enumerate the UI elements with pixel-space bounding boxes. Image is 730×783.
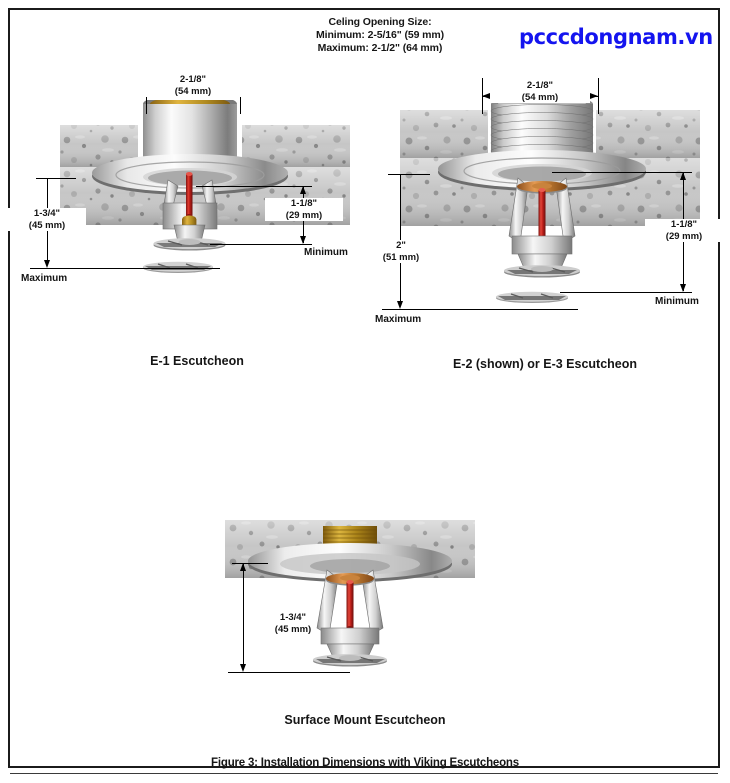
e2-width-in: 2-1/8" bbox=[526, 80, 554, 91]
surface-dim-mm: (45 mm) bbox=[274, 623, 312, 635]
ceiling-slab-e1 bbox=[60, 125, 350, 225]
sprinkler-body-surface bbox=[316, 569, 384, 658]
ceiling-opening-note: Celing Opening Size: Minimum: 2-5/16" (5… bbox=[280, 16, 480, 55]
e2-dim-line-left bbox=[400, 175, 401, 302]
sprinkler-deflector-e1 bbox=[153, 238, 226, 251]
caption-e2: E-2 (shown) or E-3 Escutcheon bbox=[452, 357, 638, 371]
e2-ext-line-top-right bbox=[552, 172, 692, 173]
e2-ext-line-bottom-left bbox=[382, 309, 578, 310]
escutcheon-flange-surface bbox=[248, 543, 452, 582]
e2-left-in: 2" bbox=[396, 240, 406, 251]
figure-rule bbox=[10, 773, 718, 774]
e1-ext-line-bottom-left bbox=[30, 268, 220, 269]
surface-arrow-down bbox=[239, 664, 246, 672]
e1-left-dimension: 1-3/4" (45 mm) bbox=[8, 208, 86, 231]
sprinkler-body-e1 bbox=[162, 172, 218, 243]
e2-left-mm: (51 mm) bbox=[382, 251, 420, 263]
surface-arrow-up bbox=[239, 563, 246, 571]
e2-arrow-left bbox=[482, 92, 490, 99]
e2-ext-line-bottom-right bbox=[560, 292, 692, 293]
e2-arrow-up-right bbox=[679, 172, 686, 180]
e1-left-in: 1-3/4" bbox=[33, 208, 61, 219]
e1-width-dimension: 2-1/8" (54 mm) bbox=[143, 74, 243, 97]
caption-e1: E-1 Escutcheon bbox=[150, 354, 244, 368]
e2-width-mm: (54 mm) bbox=[521, 91, 559, 103]
diagram-surface-artwork bbox=[225, 520, 475, 685]
sprinkler-deflector-detached-e2 bbox=[496, 291, 568, 303]
e2-arrow-right bbox=[590, 92, 598, 99]
e1-left-mm: (45 mm) bbox=[28, 219, 66, 231]
sprinkler-deflector-e2 bbox=[504, 265, 580, 278]
ceiling-opening-max: Maximum: 2-1/2" (64 mm) bbox=[317, 42, 443, 54]
e2-right-mm: (29 mm) bbox=[665, 230, 703, 242]
e2-width-dimension: 2-1/8" (54 mm) bbox=[490, 80, 590, 103]
e1-right-dimension: 1-1/8" (29 mm) bbox=[265, 198, 343, 221]
surface-ext-line-bottom bbox=[228, 672, 350, 673]
e2-right-dimension: 1-1/8" (29 mm) bbox=[645, 219, 723, 242]
ceiling-opening-min: Minimum: 2-5/16" (59 mm) bbox=[315, 29, 445, 41]
caption-surface-mount: Surface Mount Escutcheon bbox=[284, 713, 446, 727]
e2-left-dimension: 2" (51 mm) bbox=[362, 240, 440, 263]
e1-arrow-up-right bbox=[299, 186, 306, 194]
diagram-e2-artwork bbox=[400, 100, 700, 320]
surface-dim-in: 1-3/4" bbox=[279, 612, 307, 623]
e2-left-label-maximum: Maximum bbox=[375, 314, 422, 325]
escutcheon-flange-e2 bbox=[438, 150, 646, 191]
ceiling-opening-title: Celing Opening Size: bbox=[328, 16, 432, 28]
e1-arrow-down-left bbox=[43, 260, 50, 268]
e1-left-label-maximum: Maximum bbox=[21, 273, 68, 284]
figure-caption: Figure 3: Installation Dimensions with V… bbox=[211, 757, 519, 769]
e1-ext-line-top-left bbox=[36, 178, 76, 179]
e1-width-mm: (54 mm) bbox=[174, 85, 212, 97]
e2-arrow-down-right bbox=[679, 284, 686, 292]
e1-right-mm: (29 mm) bbox=[285, 209, 323, 221]
surface-dim-line bbox=[243, 564, 244, 665]
diagram-e1-artwork bbox=[60, 100, 350, 300]
sprinkler-deflector-surface bbox=[313, 654, 387, 667]
e1-right-label-minimum: Minimum bbox=[304, 247, 348, 258]
e2-right-label-minimum: Minimum bbox=[655, 296, 699, 307]
e2-ext-line-top-left bbox=[388, 174, 430, 175]
surface-dimension: 1-3/4" (45 mm) bbox=[254, 612, 332, 635]
e1-right-in: 1-1/8" bbox=[290, 198, 318, 209]
watermark-pcccdongnam: pcccdongnam.vn bbox=[519, 25, 713, 49]
sprinkler-body-e2 bbox=[508, 177, 576, 269]
e1-ext-line-top-right bbox=[196, 186, 312, 187]
e1-width-in: 2-1/8" bbox=[179, 74, 207, 85]
e1-ext-line-bottom-right bbox=[210, 244, 312, 245]
surface-ext-line-top bbox=[232, 563, 268, 564]
e1-arrow-down-right bbox=[299, 236, 306, 244]
e2-arrow-down-left bbox=[396, 301, 403, 309]
e2-right-in: 1-1/8" bbox=[670, 219, 698, 230]
e2-ext-line-right bbox=[598, 78, 599, 114]
